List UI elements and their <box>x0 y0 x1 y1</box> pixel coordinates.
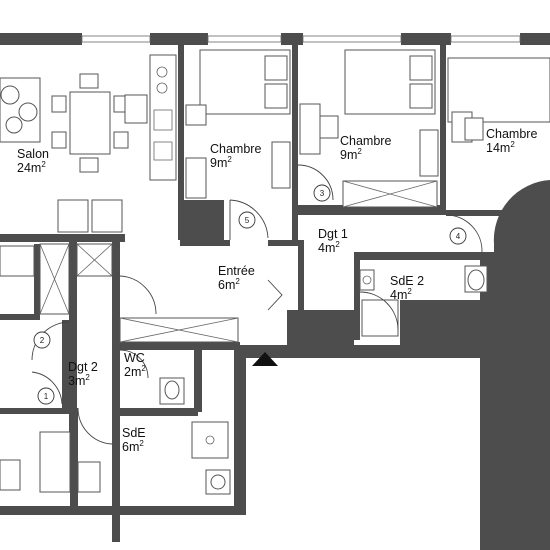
marker-4: 4 <box>449 227 467 245</box>
room-sde2-name: SdE 2 <box>390 274 424 288</box>
svg-text:5: 5 <box>245 216 250 225</box>
room-chambre-3-name: Chambre <box>486 127 537 141</box>
room-entree-area: 6m2 <box>218 277 240 292</box>
entrance-arrow-icon <box>252 352 278 366</box>
room-dgt1-area: 4m2 <box>318 240 340 255</box>
room-labels: Salon 24m2 Chambre 9m2 Chambre 9m2 Chamb… <box>17 127 537 454</box>
svg-text:3: 3 <box>320 189 325 198</box>
room-dgt2-area: 3m2 <box>68 373 90 388</box>
room-chambre-2-area: 9m2 <box>340 147 362 162</box>
room-chambre-1-area: 9m2 <box>210 155 232 170</box>
room-salon-area: 24m2 <box>17 160 46 175</box>
marker-2: 2 <box>33 331 51 349</box>
room-chambre-1-name: Chambre <box>210 142 261 156</box>
svg-text:1: 1 <box>44 392 49 401</box>
markers: 1 2 3 4 5 <box>33 184 467 405</box>
room-dgt2-name: Dgt 2 <box>68 360 98 374</box>
svg-text:2: 2 <box>40 336 45 345</box>
marker-5: 5 <box>238 211 256 229</box>
room-sde2-area: 4m2 <box>390 287 412 302</box>
room-chambre-3-area: 14m2 <box>486 140 515 155</box>
room-dgt1-name: Dgt 1 <box>318 227 348 241</box>
svg-text:4: 4 <box>456 232 461 241</box>
furniture <box>0 49 550 495</box>
marker-3: 3 <box>313 184 331 202</box>
room-sde-name: SdE <box>122 426 146 440</box>
room-wc-area: 2m2 <box>124 364 146 379</box>
doors <box>31 164 483 445</box>
walls <box>0 33 550 542</box>
exterior-shading <box>0 180 550 550</box>
room-chambre-2-name: Chambre <box>340 134 391 148</box>
room-entree-name: Entrée <box>218 264 255 278</box>
room-salon-name: Salon <box>17 147 49 161</box>
marker-1: 1 <box>37 387 55 405</box>
room-sde-area: 6m2 <box>122 439 144 454</box>
room-wc-name: WC <box>124 351 145 365</box>
